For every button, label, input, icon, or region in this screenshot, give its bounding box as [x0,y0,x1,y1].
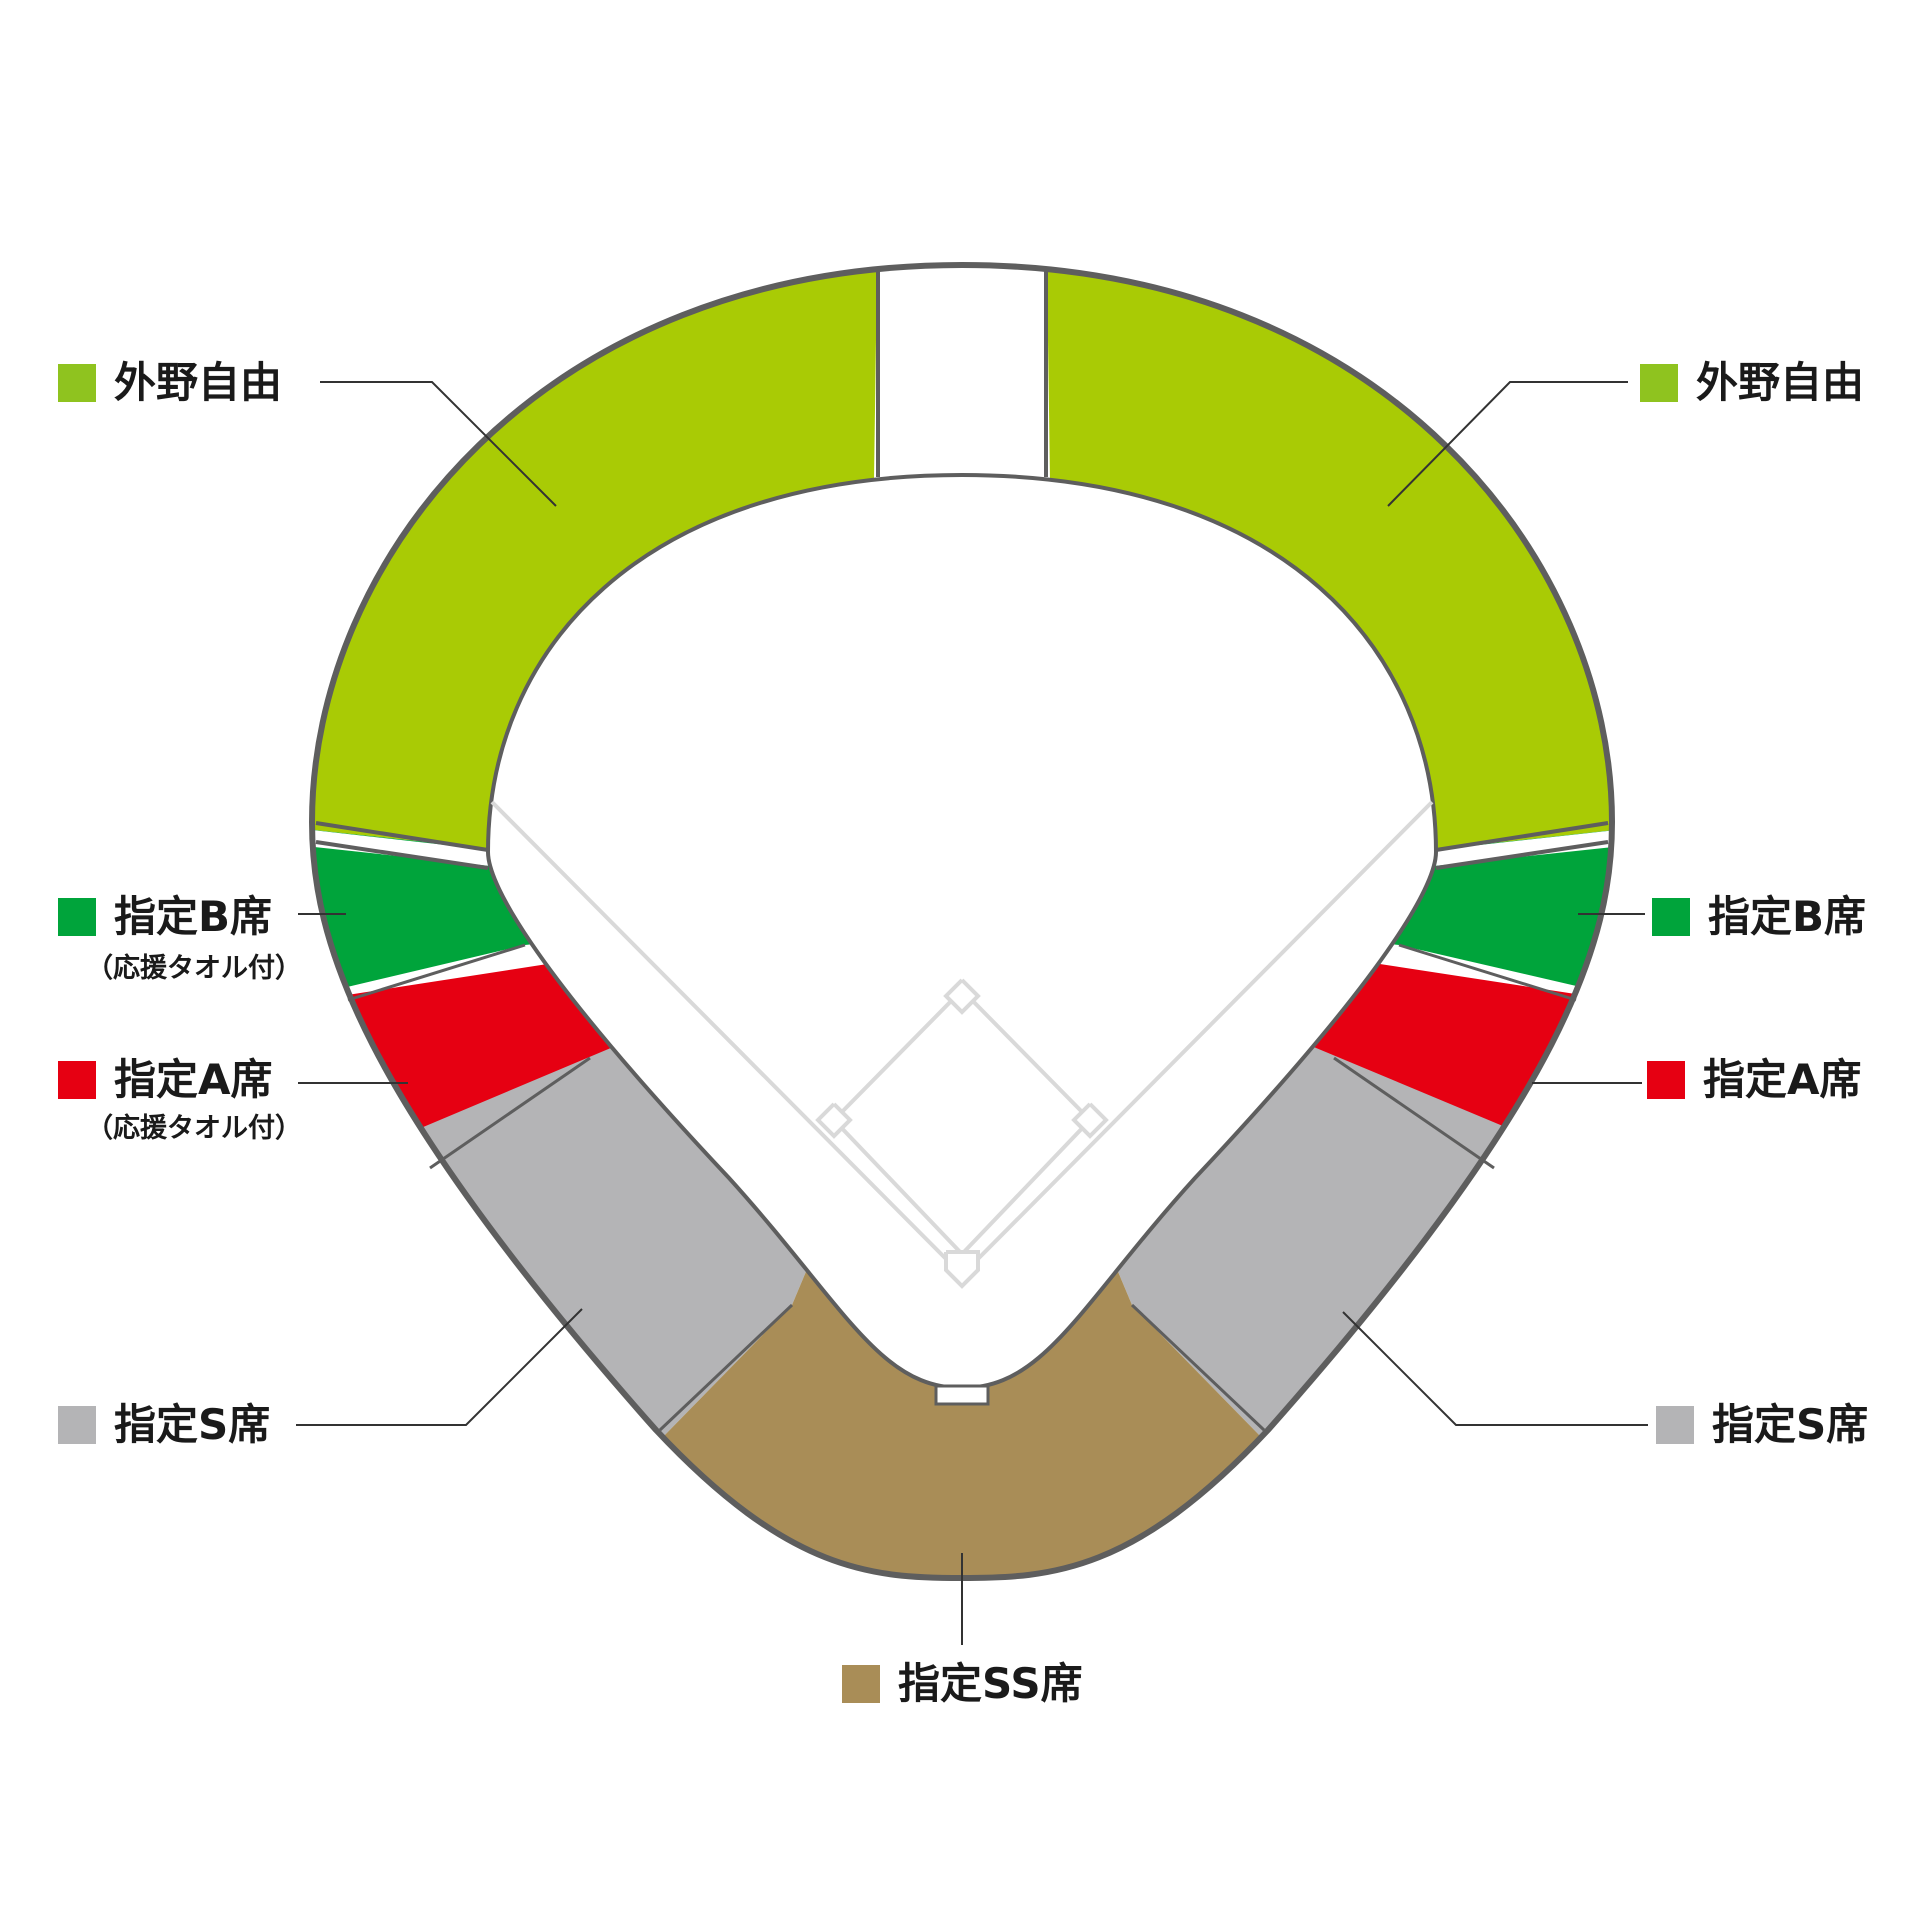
right-aisle [1434,823,1612,866]
divider-line [1398,943,1577,1002]
a-seat-note: （応援タオル付） [86,1113,302,1144]
second-base-icon [943,978,981,1015]
divider-line [1130,1303,1266,1432]
outfield-left-section[interactable] [250,200,962,900]
legend-b-right: 指定B席 [1652,896,1866,938]
s-seat-swatch-icon [1656,1406,1694,1444]
a-seat-label: 指定A席 [1703,1055,1862,1104]
legend-outfield-right: 外野自由 [1640,362,1864,404]
a-seat-swatch-icon [58,1061,96,1099]
divider-line [315,840,489,870]
s-seat-swatch-icon [58,1406,96,1444]
divider-line [429,1056,591,1170]
left-aisle [312,823,490,866]
right-foul-line [960,800,1434,1277]
outfield-label: 外野自由 [114,358,283,407]
legend-ss: 指定SS席 [842,1663,1083,1705]
outfield-swatch-icon [1640,364,1678,402]
section-dividers [315,268,1609,1432]
ss-seat-label: 指定SS席 [898,1659,1083,1708]
b-seat-label: 指定B席 [1708,892,1867,941]
b-seat-swatch-icon [58,898,96,936]
legend-a-left: 指定A席 [58,1059,273,1101]
legend-b-left: 指定B席 [58,896,272,938]
left-foul-line [490,800,964,1277]
ss-seat-swatch-icon [842,1665,880,1703]
legend-s-left: 指定S席 [58,1404,270,1446]
divider-line [315,821,489,852]
b-seat-label: 指定B席 [114,892,273,941]
legend-s-right: 指定S席 [1656,1404,1868,1446]
a-seat-label: 指定A席 [114,1055,273,1104]
s-seat-label: 指定S席 [114,1400,271,1449]
leader-line [1387,381,1628,507]
center-aisle [874,265,1050,480]
s-seat-label: 指定S席 [1712,1400,1869,1449]
outfield-swatch-icon [58,364,96,402]
divider-line [1435,840,1609,870]
b-seat-note: （応援タオル付） [86,953,302,984]
stadium-outline [308,261,1616,1582]
third-base-icon [815,1102,853,1139]
legend-outfield-left: 外野自由 [58,362,282,404]
leader-line [320,381,557,507]
home-plate-icon [944,1250,980,1289]
divider-line [347,943,526,1002]
outfield-label: 外野自由 [1696,358,1865,407]
divider-line [1333,1056,1495,1170]
divider-line [1435,821,1609,852]
legend-a-right: 指定A席 [1647,1059,1862,1101]
backstop-box [934,1384,990,1406]
baseball-diamond [490,800,1434,1406]
a-seat-swatch-icon [1647,1061,1685,1099]
leader-lines [296,381,1648,1645]
leader-line [1342,1311,1648,1426]
divider-line [658,1303,794,1432]
field-outline [485,472,1439,1391]
first-base-icon [1071,1102,1109,1139]
outfield-right-section[interactable] [962,200,1680,900]
leader-line [296,1308,583,1426]
infield-diamond [831,987,1093,1256]
b-seat-swatch-icon [1652,898,1690,936]
